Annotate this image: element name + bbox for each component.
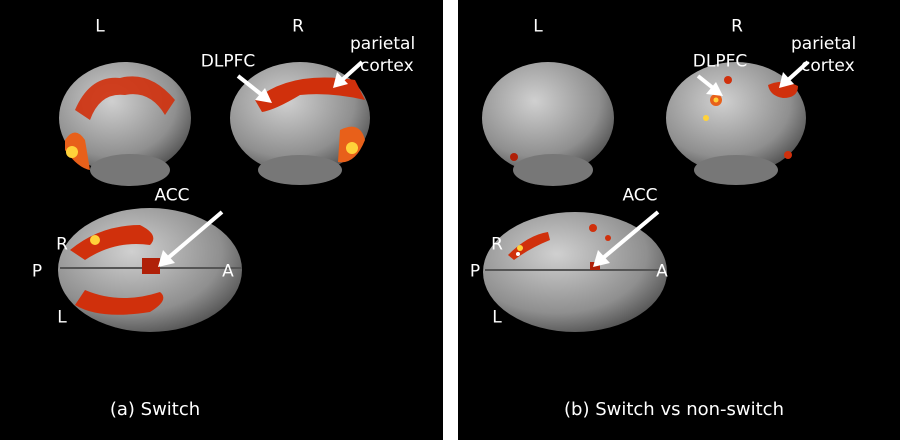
panel-switch: L R DLPFC parietal cortex ACC R P A L (a… bbox=[0, 0, 443, 440]
caption-switch-vs-nonswitch: (b) Switch vs non-switch bbox=[564, 399, 784, 420]
label-dlpfc: DLPFC bbox=[200, 51, 256, 72]
label-dlpfc: DLPFC bbox=[692, 51, 748, 72]
annotation-arrows bbox=[593, 60, 810, 267]
label-acc: ACC bbox=[154, 185, 190, 206]
brain-left-lateral bbox=[482, 62, 614, 186]
label-posterior: P bbox=[469, 261, 481, 282]
label-top-left: L bbox=[492, 307, 502, 328]
caption-switch: (a) Switch bbox=[109, 399, 201, 420]
label-posterior: P bbox=[31, 261, 43, 282]
label-parietal-cortex: parietal cortex bbox=[350, 33, 415, 77]
label-left-hemisphere: L bbox=[95, 16, 105, 37]
brain-right-lateral bbox=[666, 62, 806, 185]
brain-top-view bbox=[58, 208, 242, 332]
label-left-hemisphere: L bbox=[533, 16, 543, 37]
brain-renderings-switch bbox=[58, 60, 370, 332]
annotation-arrows bbox=[158, 60, 364, 267]
panel-switch-vs-nonswitch: L R DLPFC parietal cortex ACC R P A L (b… bbox=[458, 0, 900, 440]
label-acc: ACC bbox=[622, 185, 658, 206]
label-cortex: cortex bbox=[801, 56, 855, 76]
brain-renderings-contrast bbox=[482, 60, 810, 332]
label-parietal-cortex: parietal cortex bbox=[791, 33, 856, 77]
brain-left-lateral bbox=[59, 62, 191, 186]
label-right-hemisphere: R bbox=[731, 16, 743, 37]
label-anterior: A bbox=[656, 261, 668, 282]
label-parietal: parietal bbox=[350, 34, 416, 54]
label-right-hemisphere: R bbox=[292, 16, 304, 37]
label-anterior: A bbox=[222, 261, 234, 282]
label-cortex: cortex bbox=[360, 56, 414, 76]
label-parietal: parietal bbox=[791, 34, 857, 54]
label-top-right: R bbox=[491, 234, 503, 255]
brain-right-lateral bbox=[230, 62, 370, 185]
label-top-left: L bbox=[57, 307, 67, 328]
label-top-right: R bbox=[56, 234, 68, 255]
